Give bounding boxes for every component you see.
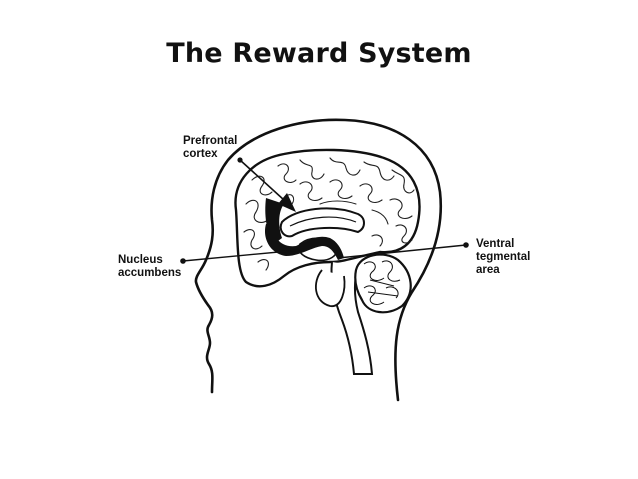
label-prefrontal-cortex: Prefrontal cortex [183, 135, 237, 161]
label-prefrontal-line-2: cortex [183, 148, 218, 160]
page-title: The Reward System [166, 38, 472, 69]
label-vta-line-1: Ventral [476, 238, 515, 250]
cerebellum-folia [363, 260, 401, 305]
label-nucleus-line-1: Nucleus [118, 254, 163, 266]
head-outline [194, 118, 443, 402]
corpus-callosum [279, 207, 365, 238]
pfc-pointer-line [239, 159, 285, 201]
nac-pointer-line [182, 249, 301, 262]
vta-pointer-line [337, 244, 467, 259]
dopamine-pathway [264, 222, 344, 260]
vta-marker-dot [463, 242, 469, 248]
label-prefrontal-line-1: Prefrontal [183, 135, 238, 147]
label-nucleus-accumbens: Nucleus accumbens [118, 254, 181, 280]
label-nucleus-line-2: accumbens [118, 267, 182, 279]
prefrontal-region [265, 198, 284, 244]
label-ventral-tegmental-area: Ventral tegmental area [476, 238, 530, 277]
nac-marker-dot [180, 258, 186, 264]
pfc-marker-dot [237, 157, 243, 163]
label-vta-line-3: area [476, 264, 500, 276]
label-vta-line-2: tegmental [476, 251, 531, 263]
pons-bulge [315, 269, 346, 307]
pfc-pointer-arrowhead [278, 193, 296, 212]
callosum-inner-line [289, 216, 357, 227]
